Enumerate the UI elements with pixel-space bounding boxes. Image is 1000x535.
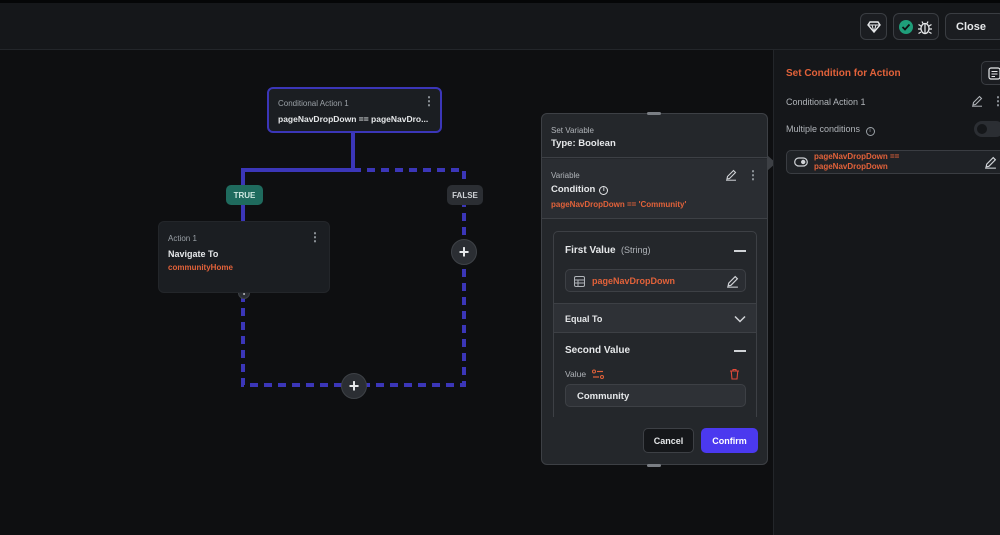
toggle-icon <box>794 157 808 167</box>
toggle-knob <box>977 124 987 134</box>
more-vertical-icon[interactable]: ⋮ <box>309 230 321 244</box>
info-icon: i <box>599 186 609 195</box>
edit-icon[interactable] <box>726 275 739 288</box>
node-label: Action 1 <box>168 234 197 243</box>
chevron-down-icon <box>734 315 746 323</box>
diamond-icon <box>866 20 881 33</box>
debug-status-button[interactable] <box>893 13 939 40</box>
first-value-field[interactable]: pageNavDropDown <box>565 269 746 292</box>
condition-dialog: Set Variable Type: Boolean Variable Cond… <box>541 112 769 467</box>
first-value-text: pageNavDropDown <box>592 276 676 286</box>
close-button[interactable]: Close <box>945 13 1000 40</box>
flow-canvas[interactable]: TRUE FALSE + + + <box>0 50 773 535</box>
conditional-action-label: Conditional Action 1 <box>786 97 866 107</box>
plus-icon: + <box>241 287 247 299</box>
condition-editor-clip: First Value (String) pageNavDropDown Equ… <box>542 114 769 417</box>
value-label: Value <box>565 369 587 379</box>
condition-editor: First Value (String) pageNavDropDown Equ… <box>553 231 757 417</box>
dialog-pointer <box>767 155 776 171</box>
add-false-action-button[interactable]: + <box>451 239 477 265</box>
top-bar: Close <box>0 0 1000 50</box>
action-node-navigate[interactable]: Action 1 Navigate To communityHome ⋮ <box>158 221 330 293</box>
drag-handle-top[interactable] <box>647 112 661 115</box>
add-merge-action-button[interactable]: + <box>341 373 367 399</box>
confirm-button[interactable]: Confirm <box>701 428 758 453</box>
false-badge: FALSE <box>447 185 483 205</box>
edit-icon[interactable] <box>725 169 737 181</box>
type-label: Type: Boolean <box>551 138 616 149</box>
more-vertical-icon[interactable]: ⋮ <box>747 168 759 182</box>
multiple-conditions-label: Multiple conditions i <box>786 124 875 136</box>
second-value-text: Community <box>577 391 630 402</box>
node-title: Navigate To <box>168 249 219 259</box>
plus-icon: + <box>458 241 470 262</box>
drag-handle-bottom[interactable] <box>647 464 661 467</box>
edit-icon[interactable] <box>984 156 997 169</box>
operator-select[interactable]: Equal To <box>554 303 756 333</box>
top-strip <box>0 0 1000 3</box>
condition-label-text: Condition <box>551 184 596 195</box>
false-branch-wire <box>241 168 466 387</box>
first-value-type: (String) <box>621 245 651 255</box>
condition-expression: pageNavDropDown == 'Community' <box>551 200 687 209</box>
cancel-button[interactable]: Cancel <box>643 428 694 453</box>
plus-icon: + <box>348 375 360 396</box>
delete-icon[interactable] <box>729 368 740 380</box>
condition-item[interactable]: pageNavDropDown == pageNavDropDown <box>786 150 1000 174</box>
variable-label: Variable <box>551 171 580 180</box>
bug-icon <box>918 20 932 34</box>
check-circle-icon <box>899 19 913 34</box>
navigate-target: communityHome <box>168 263 233 272</box>
collapse-second-value-icon[interactable] <box>734 350 746 352</box>
variable-source-icon[interactable] <box>592 369 604 380</box>
properties-panel: Set Condition for Action Conditional Act… <box>773 50 1000 535</box>
node-expression: pageNavDropDown == pageNavDro... <box>278 114 429 124</box>
multiple-conditions-text: Multiple conditions <box>786 124 861 134</box>
true-branch-wire <box>241 133 355 221</box>
document-icon <box>988 67 1000 80</box>
info-icon: i <box>865 127 875 136</box>
table-icon <box>574 276 585 287</box>
edit-icon[interactable] <box>971 95 983 107</box>
set-variable-section: Set Variable Type: Boolean <box>542 114 767 158</box>
set-variable-label: Set Variable <box>551 126 594 135</box>
condition-item-text: pageNavDropDown == pageNavDropDown <box>814 152 900 171</box>
operator-value: Equal To <box>565 314 603 324</box>
notes-button[interactable] <box>981 61 1000 85</box>
panel-title: Set Condition for Action <box>786 68 901 79</box>
second-value-input[interactable]: Community <box>565 384 746 407</box>
second-value-title: Second Value <box>565 345 631 356</box>
theme-button[interactable] <box>860 13 887 40</box>
node-label: Conditional Action 1 <box>278 99 349 108</box>
collapse-first-value-icon[interactable] <box>734 250 746 252</box>
more-vertical-icon[interactable]: ⋮ <box>992 94 1000 108</box>
first-value-title: First Value <box>565 245 616 256</box>
true-badge: TRUE <box>226 185 263 205</box>
multiple-conditions-toggle[interactable] <box>974 121 1000 137</box>
conditional-action-node[interactable]: Conditional Action 1 pageNavDropDown == … <box>267 87 442 133</box>
more-vertical-icon[interactable]: ⋮ <box>423 94 435 108</box>
